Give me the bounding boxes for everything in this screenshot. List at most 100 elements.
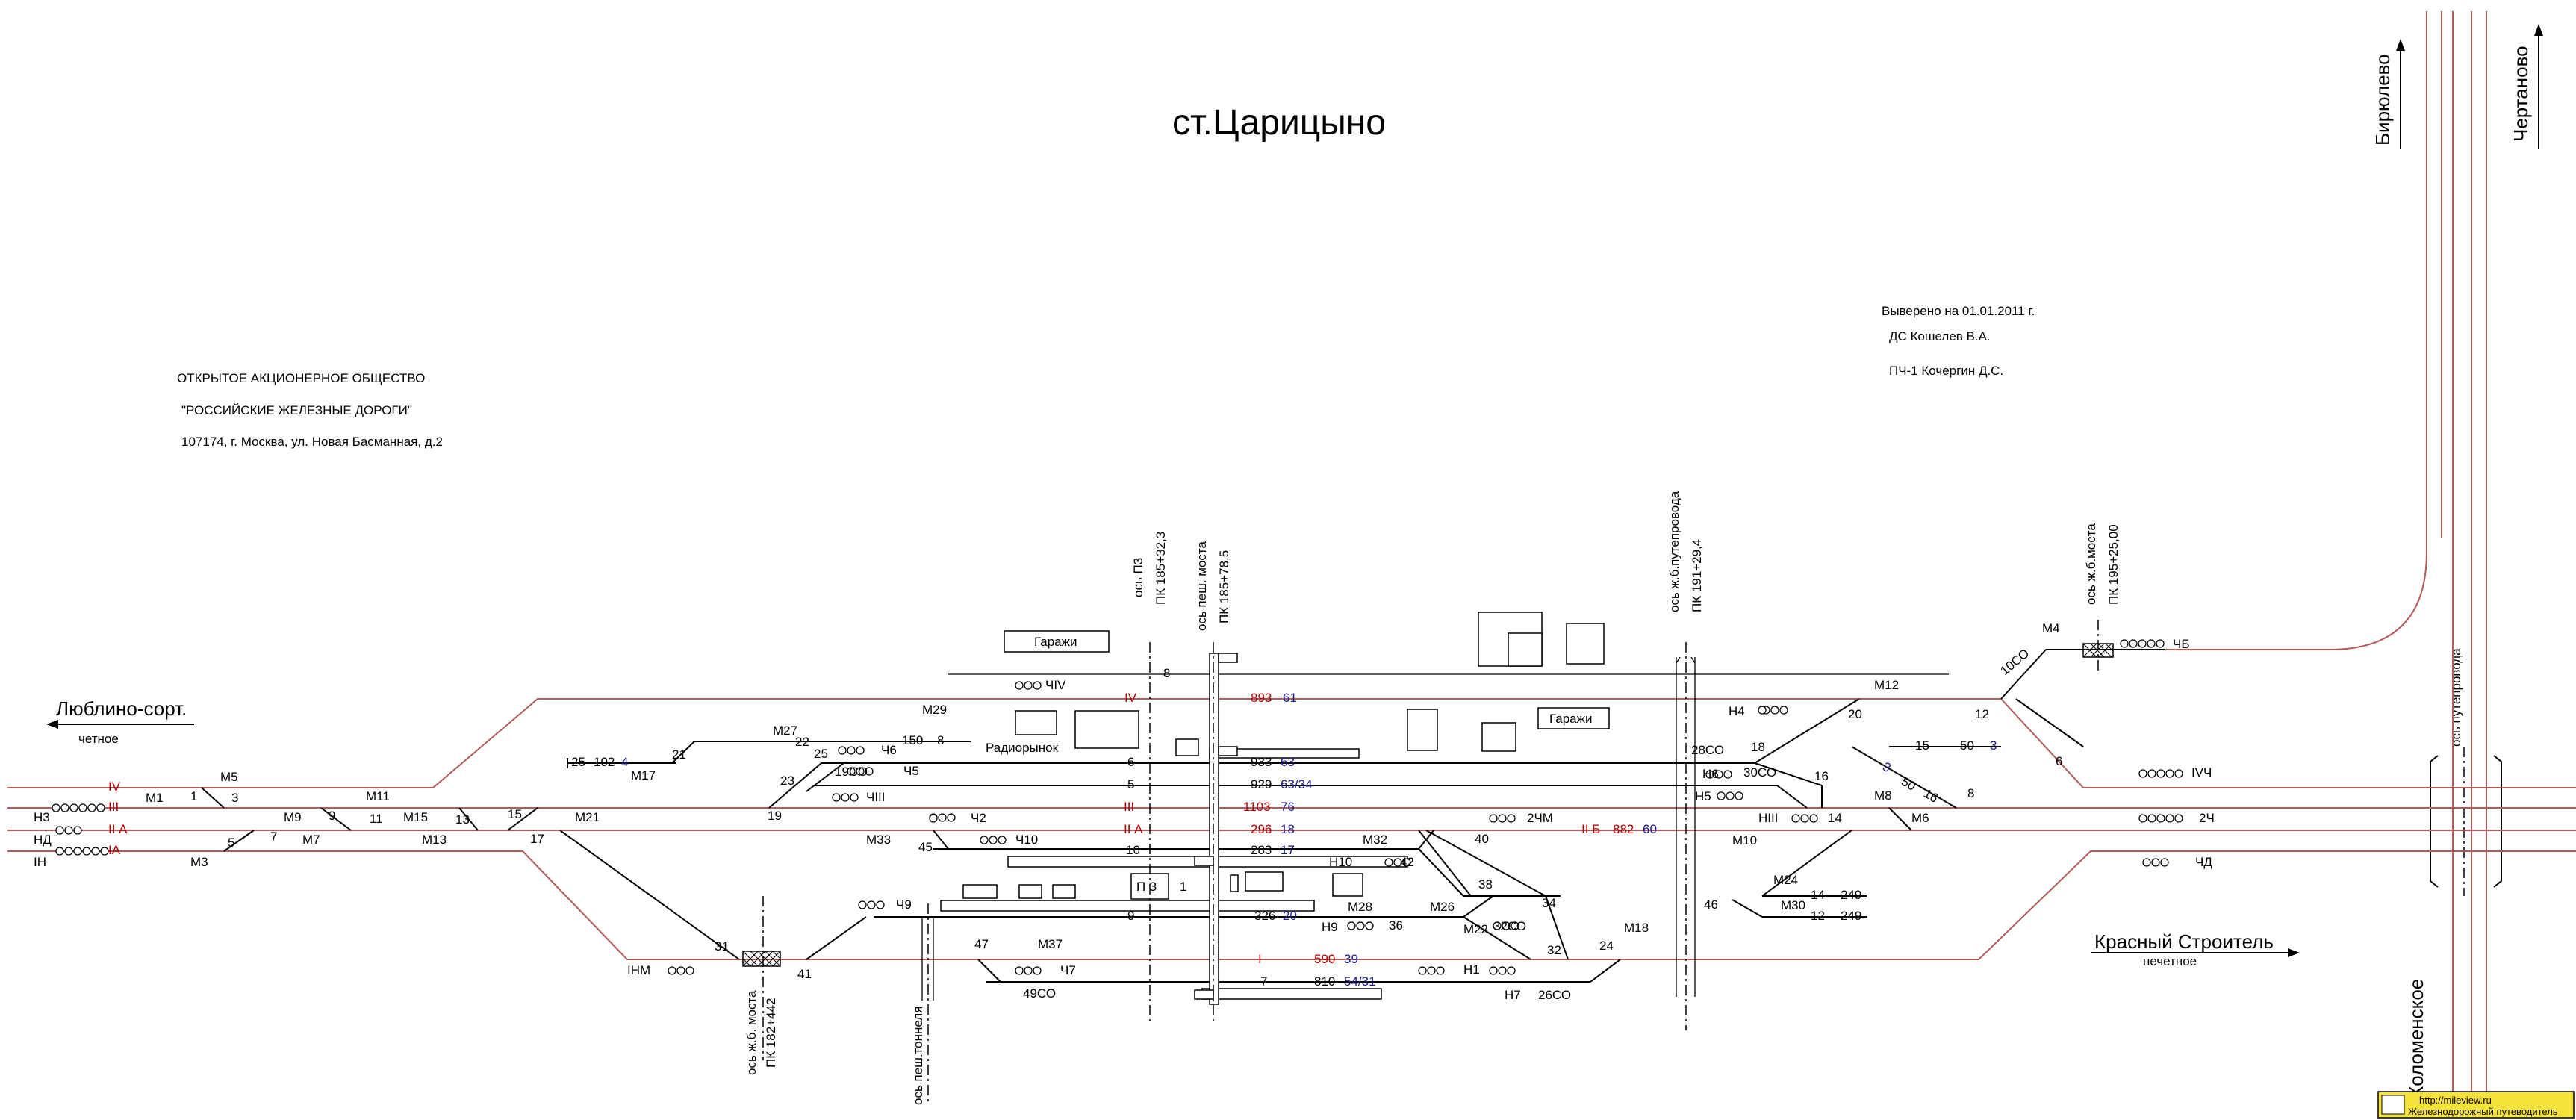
track-iib-length: 882: [1613, 822, 1634, 836]
left-track-iv: IV: [108, 780, 121, 794]
switch-8: 8: [1967, 786, 1974, 800]
verified-pch: ПЧ-1 Кочергин Д.С.: [1889, 364, 2003, 378]
signal-h10: Н10: [1329, 855, 1352, 869]
track-iia-length: 296: [1251, 822, 1272, 836]
track-8-num: 8: [1163, 666, 1170, 680]
switch-32co: 32СО: [1493, 919, 1526, 933]
footer-badge: http://mileview.ru Железнодорожный путев…: [2377, 1091, 2575, 1119]
direction-left-sub: четное: [78, 732, 119, 746]
market-label: Радиорынок: [986, 741, 1059, 755]
track-4s-num: 4: [621, 755, 628, 769]
track-iv-capacity: 61: [1283, 691, 1297, 705]
axis-ped-label: ось пеш. моста: [1195, 541, 1209, 631]
track-iii-length: 1103: [1243, 800, 1271, 814]
axis-lbridge-pk: ПК 182+442: [764, 998, 778, 1068]
signal-ch2r: 2Ч: [2199, 811, 2215, 825]
overpass-191: [1676, 642, 1696, 1030]
track-14-num: 14: [1811, 888, 1825, 902]
vertical-main-lines: [2165, 11, 2487, 1098]
signal-m22: М22: [1463, 922, 1488, 936]
signal-m30: М30: [1781, 898, 1805, 912]
signal-m10: М10: [1732, 833, 1757, 847]
building-12: [1230, 874, 1239, 892]
building-10: [1018, 884, 1042, 899]
switch-1: 1: [190, 789, 197, 803]
axis-overpass-pk: ПК 191+29,4: [1690, 539, 1704, 612]
signal-chb: ЧБ: [2173, 637, 2190, 651]
footer-url: http://mileview.ru: [2419, 1095, 2492, 1106]
track-5-capacity: 63/34: [1281, 777, 1313, 791]
track-6-capacity: 63: [1281, 755, 1295, 769]
track-5-num: 5: [1127, 777, 1134, 791]
axis-rbridge-pk: ПК 195+25,00: [2106, 524, 2121, 605]
org-name-line2: "РОССИЙСКИЕ ЖЕЛЕЗНЫЕ ДОРОГИ": [181, 403, 412, 417]
signal-m29: М29: [922, 703, 947, 717]
track-8s-length: 150: [902, 733, 923, 747]
pedestrian-bridge: [1194, 653, 1238, 1005]
direction-kolomenskoe-label: Коломенское: [2405, 979, 2427, 1098]
main-tracks: [7, 698, 2576, 960]
switch-26co: 26СО: [1538, 988, 1571, 1002]
signal-m21: М21: [575, 810, 600, 824]
signal-m24: М24: [1773, 873, 1798, 887]
signal-m37: М37: [1038, 937, 1063, 951]
track-9-num: 9: [1127, 909, 1134, 923]
verified-ds: ДС Кошелев В.А.: [1889, 329, 1991, 343]
track-i-length: 590: [1314, 952, 1335, 966]
signal-h1: Н1: [1463, 962, 1480, 977]
signal-hiii: НIII: [1758, 811, 1778, 825]
track-3r-num: 3: [1990, 738, 1997, 753]
signal-h9: Н9: [1322, 920, 1338, 934]
building-garages-left: [1004, 630, 1110, 653]
arrow-left-icon: [46, 720, 58, 729]
pedestrian-bridge-deck: [1209, 653, 1219, 1005]
switch-41: 41: [797, 967, 812, 981]
direction-right-label: Красный Строитель: [2094, 930, 2274, 953]
track-7-length: 810: [1314, 974, 1335, 989]
building-13: [1245, 871, 1284, 892]
signal-ch4: ЧIV: [1045, 678, 1066, 692]
axis-pz-pk: ПК 185+32,3: [1154, 532, 1168, 605]
footer-badge-bg: [2377, 1091, 2575, 1119]
switch-47: 47: [974, 937, 989, 951]
track-7-num: 7: [1260, 974, 1267, 989]
arrow-up-icon: [2534, 24, 2543, 36]
switch-16: 16: [1814, 769, 1829, 783]
switch-11: 11: [370, 812, 383, 826]
axis-right-overpass: ось путепровода: [2449, 648, 2463, 747]
building-2: [1074, 710, 1139, 749]
track-6-length: 933: [1251, 755, 1272, 769]
switch-28co: 28СО: [1691, 743, 1724, 757]
signal-m17: М17: [631, 768, 656, 783]
switch-46: 46: [1704, 897, 1718, 912]
building-11: [1052, 884, 1076, 899]
signal-m1: М1: [146, 791, 164, 805]
signal-m12: М12: [1874, 678, 1899, 692]
switch-21: 21: [672, 747, 686, 762]
track-4s-length: 102: [594, 755, 615, 769]
track-12-num: 12: [1811, 909, 1825, 923]
signal-h5: Н5: [1695, 789, 1711, 803]
signal-ch6: Ч6: [881, 743, 897, 757]
signal-m15: М15: [403, 810, 428, 824]
signal-m33: М33: [866, 833, 891, 847]
right-overpass: ось путепровода: [2430, 648, 2502, 896]
track-i-num: I: [1258, 952, 1262, 966]
left-track-ia: IА: [108, 843, 121, 857]
axis-rbridge-label: ось ж.б.моста: [2084, 523, 2098, 605]
switch-36: 36: [1389, 918, 1403, 933]
pz-label: П З: [1136, 880, 1157, 894]
platform-7: [1201, 988, 1382, 1000]
axis-lines: [762, 620, 2099, 1105]
track-6-num: 6: [1127, 755, 1134, 769]
switch-45: 45: [918, 840, 933, 854]
verified-date: Выверено на 01.01.2011 г.: [1882, 304, 2035, 318]
signal-chd: ЧД: [2195, 855, 2212, 869]
track-10-length: 283: [1251, 843, 1272, 857]
org-address: 107174, г. Москва, ул. Новая Басманная, …: [181, 435, 443, 449]
switch-49co: 49СО: [1023, 986, 1056, 1001]
signal-ch4r: IVЧ: [2191, 765, 2212, 780]
track-iv-length: 893: [1251, 691, 1272, 705]
building-1: [1015, 710, 1057, 735]
switch-10co: 10СО: [1997, 646, 2032, 678]
